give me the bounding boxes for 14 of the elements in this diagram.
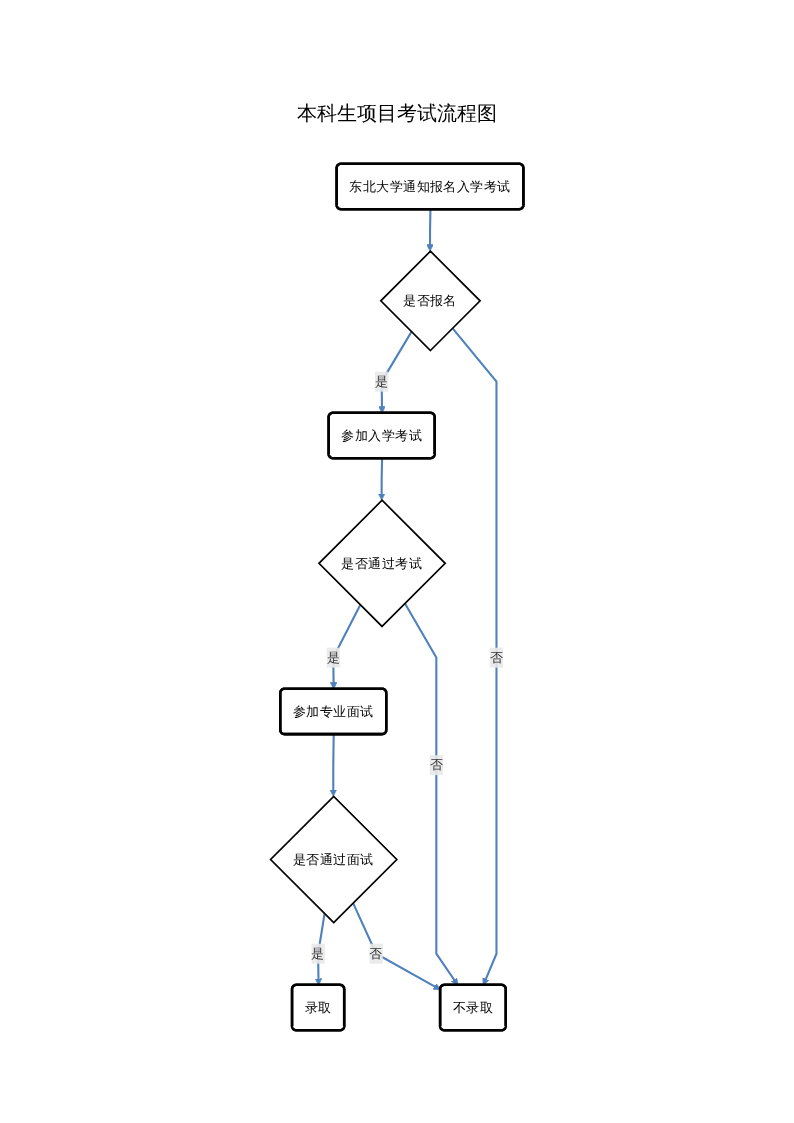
arrow [377,458,386,501]
node-diamond: 是否通过面试 [269,795,398,924]
edge-label: 是 [311,945,325,962]
edge-label: 否 [489,649,504,666]
node-diamond: 是否通过考试 [317,499,447,628]
node-diamond: 是否报名 [379,250,482,352]
arrow [329,734,337,797]
edge-label: 是 [374,373,389,390]
arrow [352,902,441,991]
arrow [426,209,434,252]
edge-label: 是 [326,649,340,666]
diagram-title: 本科生项目考试流程图 [296,100,498,127]
edge-label: 否 [429,756,444,773]
edge-label: 否 [369,945,383,962]
